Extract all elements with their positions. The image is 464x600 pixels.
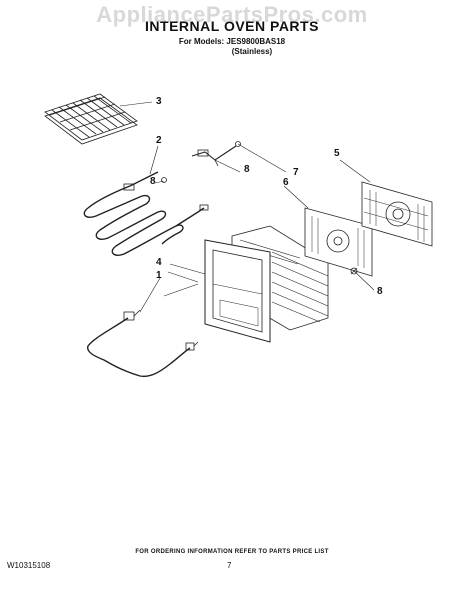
callout-6: 6	[283, 177, 289, 188]
callout-2: 2	[156, 135, 162, 146]
page-title: INTERNAL OVEN PARTS	[145, 18, 319, 34]
callout-1: 1	[156, 270, 162, 281]
callout-8-sensor: 8	[244, 164, 250, 175]
oven-rack-icon[interactable]	[44, 93, 138, 145]
callout-3: 3	[156, 96, 162, 107]
temperature-sensor-icon[interactable]	[191, 141, 241, 167]
page-number: 7	[227, 561, 232, 570]
callout-7: 7	[293, 167, 299, 178]
broil-element-icon[interactable]	[83, 171, 209, 256]
models-line: For Models: JES9800BAS18	[178, 37, 286, 46]
ordering-note: FOR ORDERING INFORMATION REFER TO PARTS …	[135, 549, 329, 555]
convection-fan-cover-icon[interactable]	[361, 181, 433, 247]
fan-baffle-icon[interactable]	[304, 207, 373, 277]
document-number: W10315108	[7, 561, 51, 570]
bake-element-icon[interactable]	[87, 309, 199, 378]
callout-8-broil: 8	[150, 176, 156, 187]
oven-cavity-icon[interactable]	[204, 225, 329, 343]
watermark-text: AppliancePartsPros.com	[96, 2, 368, 27]
callout-4: 4	[156, 257, 162, 268]
variant-line: (Stainless)	[231, 47, 273, 56]
callout-8-baffle: 8	[377, 286, 383, 297]
leader-lines	[119, 101, 375, 313]
callout-5: 5	[334, 148, 340, 159]
